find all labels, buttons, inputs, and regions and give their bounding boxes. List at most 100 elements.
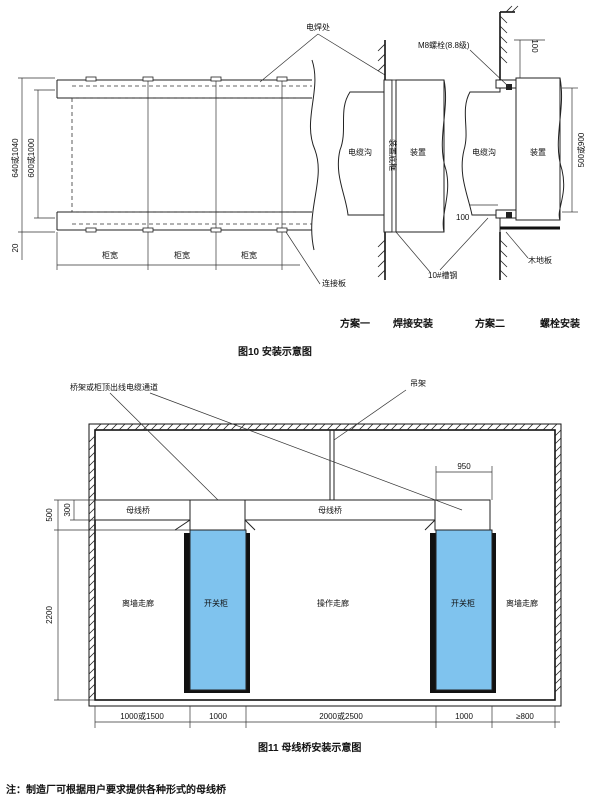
wall-hatch-line [198,423,206,431]
wall-hatch-line [88,627,96,635]
scheme-one-desc: 焊接安装 [393,317,433,330]
label-busbar-left: 母线桥 [126,505,150,515]
wall-hatch-line [158,423,166,431]
wall-hatch-line [88,579,96,587]
wall-hatch-line [554,621,562,629]
scheme-two-desc: 螺栓安装 [540,317,580,330]
wall-hatch-line [102,423,110,431]
wall-hatch-line [88,563,96,571]
wall-hatch-line [310,423,318,431]
wall-hatch-line [478,423,486,431]
wall-hatch-line [88,675,96,683]
dim-bottom-2: 1000 [209,712,227,721]
wall-hatch-line [110,423,118,431]
wall-hatch-line [542,423,550,431]
figure-11: 母线桥 母线桥 开关柜 开关柜 离墙走廊 离墙走廊 操作走廊 桥架或柜顶出线电缆… [45,379,562,754]
wall-hatch-line [88,523,96,531]
wall-hatch-line [88,547,96,555]
wall-hatch-line [88,515,96,523]
label-channel: 桥架或柜顶出线电缆通道 [70,382,158,392]
wall-hatch-line [88,435,96,443]
wall-hatch-line [126,423,134,431]
wall-hatch-line [470,423,478,431]
wall-hatch-line [88,459,96,467]
label-device-1: 装置 [410,147,426,157]
wall-hatch-line [374,423,382,431]
wall-hatch-line [414,423,422,431]
wall-hatch-line [358,423,366,431]
dim-height-outer: 640或1040 [10,138,20,178]
wall-hatch-line [166,423,174,431]
cabinet-width-2: 柜宽 [174,250,190,260]
wall-hatch-line [88,651,96,659]
wall-hatch-line [88,619,96,627]
wall-hatch-line [554,613,562,621]
wall-hatch-line [382,423,390,431]
dim-bottom-5: ≥800 [516,712,534,721]
wall-hatch-line [554,453,562,461]
wall-hatch-line [554,669,562,677]
wall-hatch-line [150,423,158,431]
switchgear-left [189,529,247,691]
label-device-2: 装置 [530,147,546,157]
wall-hatch-line [278,423,286,431]
wall-hatch-line [554,653,562,661]
wall-hatch-line [334,423,342,431]
wall-hatch-line [230,423,238,431]
wall-hatch-line [88,499,96,507]
wall-hatch-line [554,437,562,445]
wall-hatch-line [118,423,126,431]
wall-hatch-line [554,549,562,557]
wall-hatch-line [438,423,446,431]
dim-100-top: 100 [530,39,539,53]
wall-hatch-line [88,611,96,619]
wall-hatch-line [554,597,562,605]
wall-hatch-line [510,423,518,431]
wall-hatch-line [88,451,96,459]
wall-hatch-line [554,509,562,517]
dim-300: 300 [63,503,72,517]
wall-hatch-line [502,423,510,431]
dim-20: 20 [11,243,20,252]
wall-hatch-line [518,423,526,431]
wall-hatch-line [88,659,96,667]
wall-hatch-line [554,493,562,501]
wall-hatch-line [88,683,96,691]
wall-hatch-line [238,423,246,431]
dim-2200: 2200 [45,606,54,624]
figure-10-caption: 图10 安装示意图 [238,345,312,358]
wall-hatch-line [88,467,96,475]
cabinet-width-1: 柜宽 [102,250,118,260]
wall-hatch-line [88,603,96,611]
wall-hatch-line [554,517,562,525]
wall-hatch-line [190,423,198,431]
wall-hatch-line [554,565,562,573]
wall-hatch-line [88,571,96,579]
dim-bottom-4: 1000 [455,712,473,721]
label-channel-steel: 10#槽钢 [428,270,457,280]
wall-hatch-line [182,423,190,431]
figure-11-caption: 图11 母线桥安装示意图 [258,741,361,754]
wall-hatch-line [554,445,562,453]
switchgear-right [435,529,493,691]
wall-hatch-line [88,443,96,451]
section-bolted: 电缆沟 装置 M8螺栓(8.8级) 100 500或900 100 木地板 [418,5,586,280]
label-weld-point: 电焊处 [306,22,330,32]
wall-hatch-line [88,507,96,515]
wall-hatch-line [554,581,562,589]
cabinet-width-3: 柜宽 [241,250,257,260]
wall-hatch-line [390,423,398,431]
scheme-two-label: 方案二 [475,317,505,330]
wall-hatch-line [486,423,494,431]
wall-hatch-line [366,423,374,431]
wall-hatch-line [246,423,254,431]
wall-hatch-line [554,661,562,669]
wall-hatch-line [134,423,142,431]
dim-950: 950 [457,462,471,471]
wall-hatch-line [494,423,502,431]
wall-hatch-line [554,573,562,581]
section-welded: 电缆沟 装置 装置底框 10#槽钢 [337,40,489,280]
wall-hatching [88,423,562,699]
wall-hatch-line [422,423,430,431]
dim-bottom-3: 2000或2500 [319,711,363,721]
